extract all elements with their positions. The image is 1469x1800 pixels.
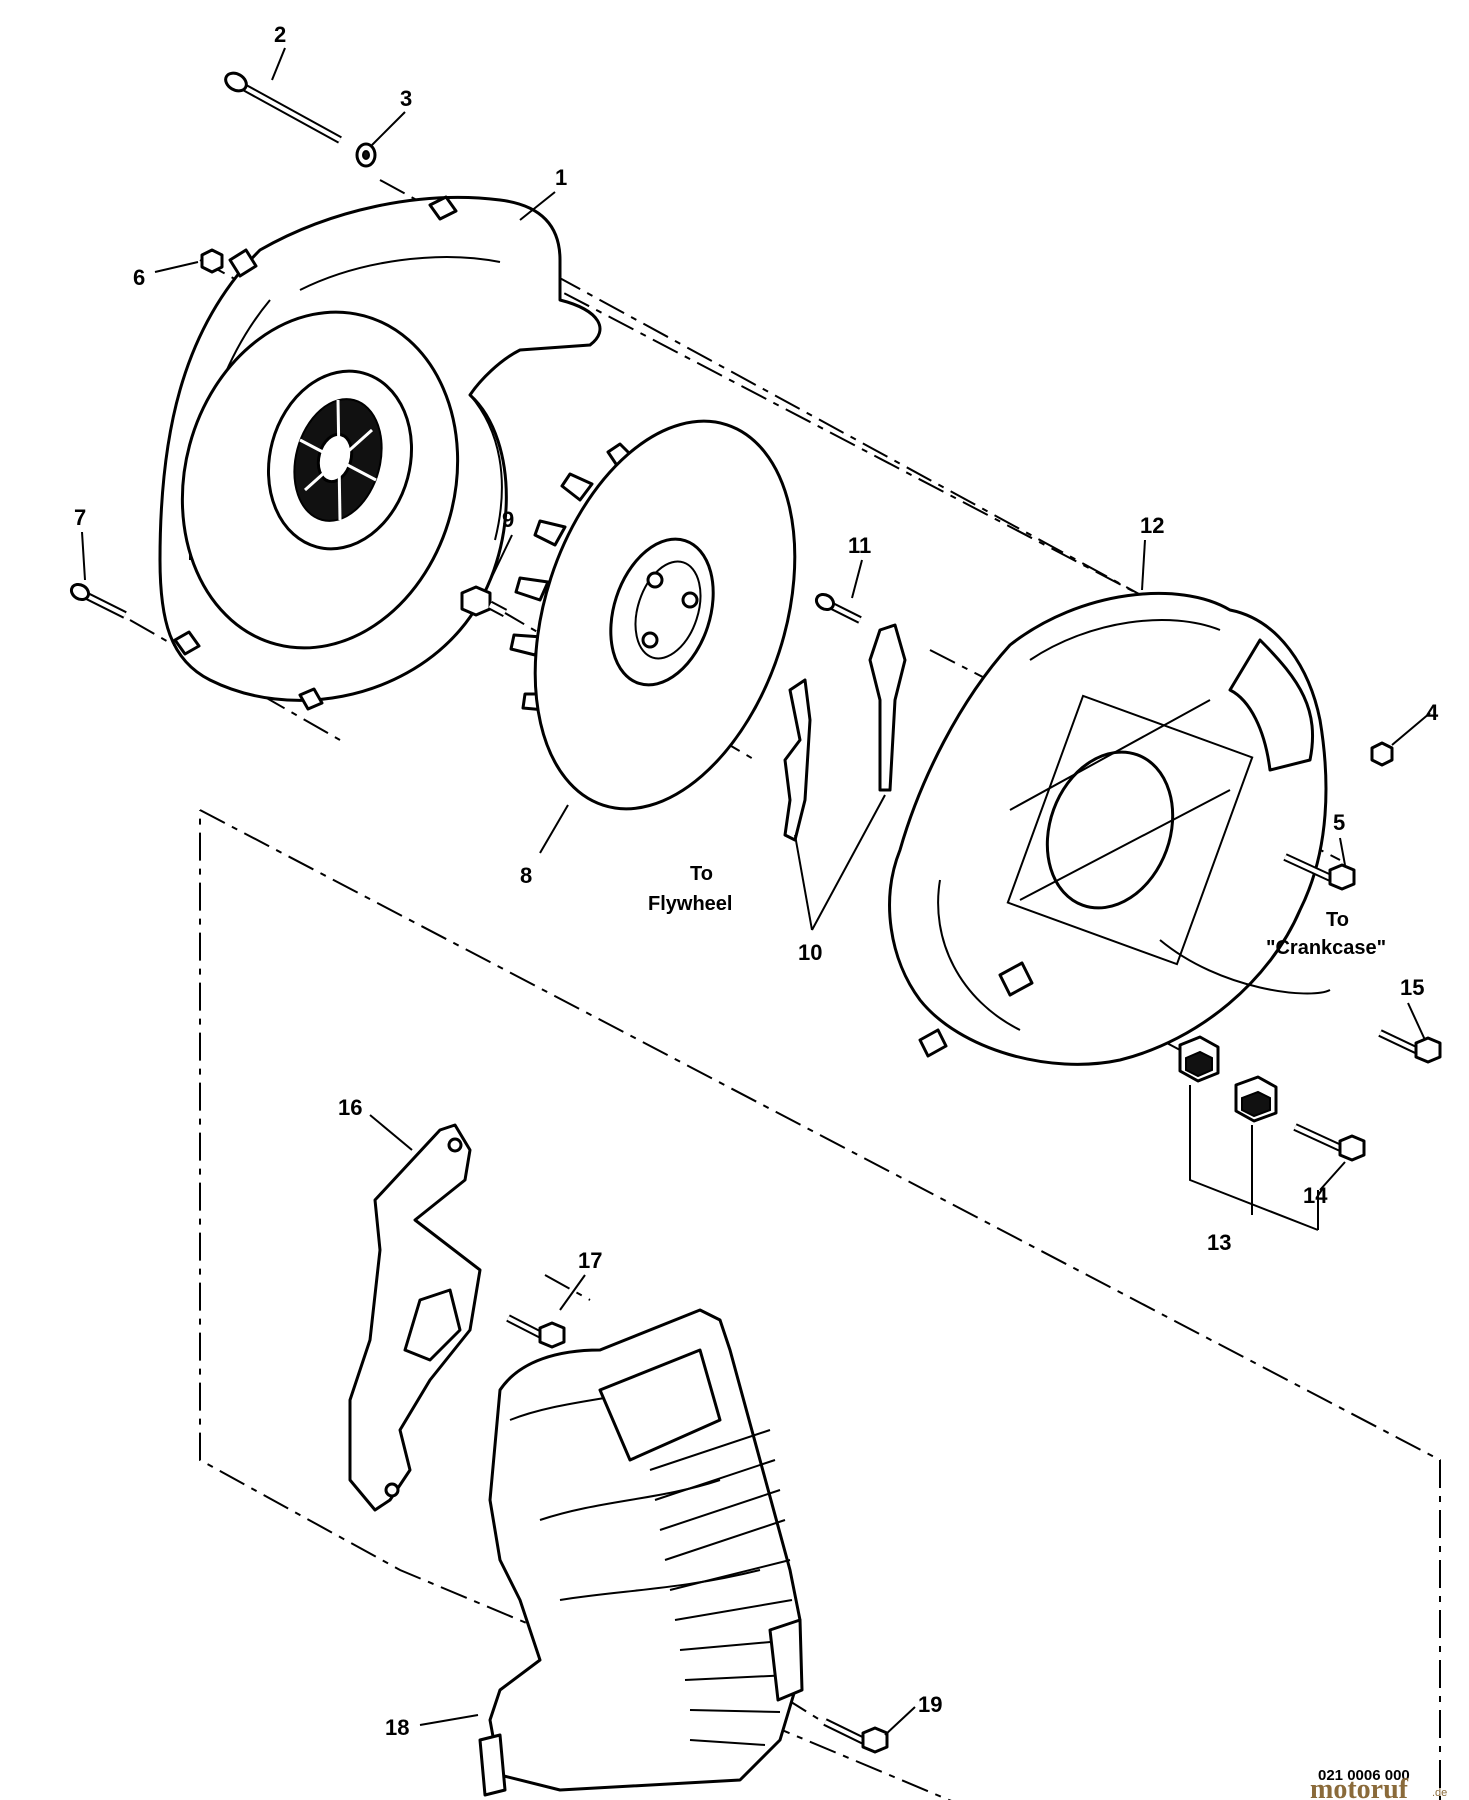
callout-8: 8 [520,863,532,888]
heat-shield [348,1123,482,1512]
note-to-flywheel-line2: Flywheel [648,893,732,915]
callout-14: 14 [1303,1183,1328,1208]
callout-4: 4 [1426,700,1439,725]
callout-12: 12 [1140,513,1164,538]
note-to-flywheel-line1: To [690,863,713,885]
part-3-washer [355,142,377,168]
part-9-screw [460,585,508,617]
leader-lines [81,47,1431,1736]
callout-16: 16 [338,1095,362,1120]
plate-gaskets [783,623,907,842]
watermark-logo: motoruf .de [1310,1774,1447,1800]
callout-18: 18 [385,1715,409,1740]
callout-2: 2 [274,22,286,47]
callout-10: 10 [798,940,822,965]
part-17-screw [506,1314,566,1349]
part-15-screw [1378,1029,1442,1064]
callout-3: 3 [400,86,412,111]
clips [1178,1035,1278,1123]
notes: To Flywheel To "Crankcase" [648,863,1386,959]
callout-6: 6 [133,265,145,290]
part-19-screw [823,1718,889,1754]
callout-5: 5 [1333,810,1345,835]
document-number: 021 0006 000 [1318,1767,1410,1784]
note-to-crankcase-line2: "Crankcase" [1266,937,1386,959]
part-7-screw [69,582,127,619]
part-2-screw [224,71,342,144]
part-14-screw [1293,1123,1366,1162]
note-to-crankcase-line1: To [1326,909,1349,931]
part-5-screw [1283,853,1356,891]
fan-housing-cover [158,195,602,711]
part-6-nut [200,248,224,274]
watermark-brand: motoruf [1310,1774,1409,1800]
callout-19: 19 [918,1692,942,1717]
callout-17: 17 [578,1248,602,1273]
part-11-screw [814,592,862,624]
engine-shroud [478,1308,804,1797]
callout-7: 7 [74,505,86,530]
fan-housing [888,591,1328,1066]
fan-impeller [509,419,797,811]
callout-11: 11 [848,533,871,558]
callout-15: 15 [1400,975,1424,1000]
callout-1: 1 [555,165,567,190]
callout-9: 9 [502,507,514,532]
watermark-suffix: .de [1432,1787,1447,1799]
callouts: 1 2 3 4 5 6 7 8 9 10 11 12 13 14 15 16 1… [74,22,1439,1740]
part-4-nut [1370,741,1394,767]
callout-13: 13 [1207,1230,1231,1255]
